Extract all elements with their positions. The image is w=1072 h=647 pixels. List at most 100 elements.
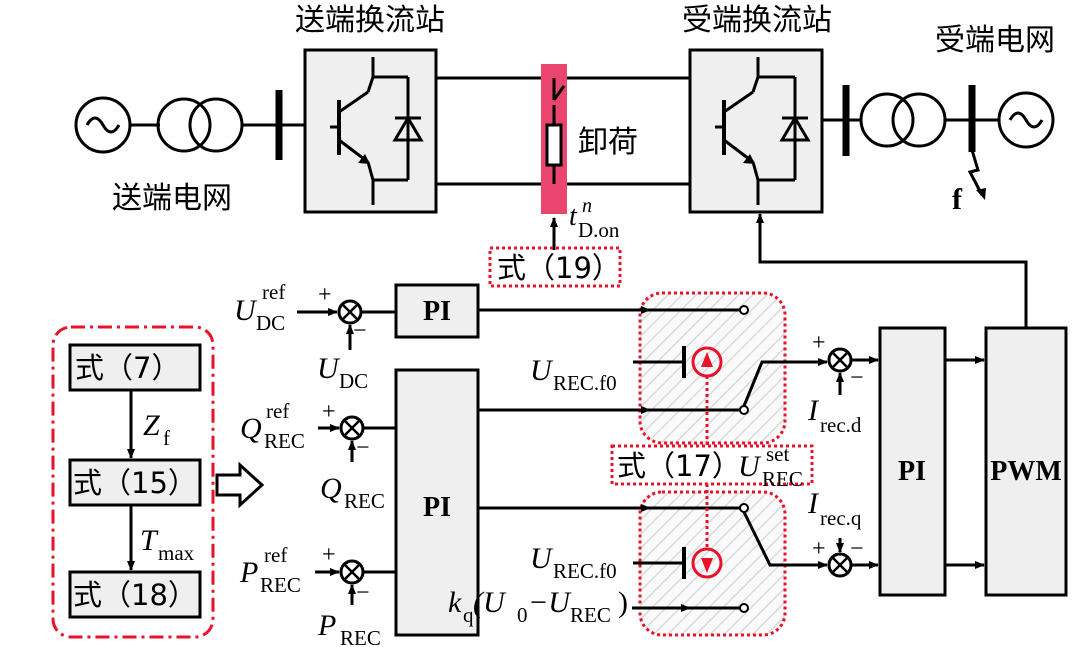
sum-junction-irecd	[827, 347, 853, 373]
svg-text:rec.q: rec.q	[820, 506, 862, 530]
svg-text:t: t	[569, 201, 578, 232]
svg-text:REC: REC	[570, 603, 611, 627]
sum-junction-irecq	[827, 552, 853, 578]
svg-text:Q: Q	[320, 472, 342, 505]
svg-text:q: q	[463, 603, 474, 627]
send-grid-label: 送端电网	[112, 181, 232, 216]
svg-text:REC.f0: REC.f0	[553, 371, 617, 395]
recv-grid-source-icon	[997, 91, 1055, 149]
udc-label: U DC	[317, 352, 368, 393]
tmax-label: T max	[140, 524, 195, 565]
svg-text:DC: DC	[256, 311, 285, 335]
send-station-label: 送端换流站	[295, 3, 445, 38]
svg-text:f: f	[163, 426, 170, 450]
send-converter-station	[303, 48, 438, 214]
svg-text:U: U	[530, 354, 554, 387]
svg-text:REC: REC	[340, 626, 381, 647]
send-grid-source-icon	[74, 96, 132, 154]
svg-text:(U: (U	[473, 586, 507, 619]
eq18-label: 式（18）	[73, 578, 197, 612]
svg-text:DC: DC	[339, 369, 368, 393]
p-ref-label: P ref REC	[239, 543, 301, 597]
eq18-box	[68, 570, 202, 619]
minus-irecq: −	[850, 536, 864, 562]
t-don-label: t n D.on	[569, 195, 620, 242]
svg-text:U: U	[530, 542, 554, 575]
svg-text:U: U	[738, 450, 762, 483]
fault-lightning-icon	[967, 149, 986, 200]
svg-text:ref: ref	[262, 280, 285, 304]
plus-irecq: +	[812, 536, 826, 562]
svg-text:REC: REC	[264, 429, 305, 453]
minus-p: −	[356, 580, 370, 606]
svg-text:): )	[618, 586, 628, 619]
pi-block-pq	[394, 368, 480, 637]
svg-text:U: U	[234, 294, 258, 327]
send-transformer-icon	[156, 97, 244, 153]
pi-label-3: PI	[898, 456, 926, 487]
udc-ref-label: U ref DC	[234, 280, 285, 335]
urec-f0-lower-label: U REC.f0	[530, 542, 617, 583]
recv-grid-label: 受端电网	[935, 23, 1055, 58]
minus-udc: −	[353, 318, 367, 344]
pwm-block	[984, 326, 1068, 597]
sum-junction-udc	[337, 299, 363, 325]
recv-transformer-icon	[859, 92, 947, 148]
fault-label: f	[952, 183, 963, 216]
plus-irecd: +	[812, 330, 826, 356]
svg-text:0: 0	[517, 603, 528, 627]
pi-block-udc	[394, 283, 480, 339]
urec-f0-upper-label: U REC.f0	[530, 354, 617, 395]
lower-switch-area	[638, 490, 787, 637]
svg-text:Z: Z	[143, 409, 160, 442]
svg-text:P: P	[317, 609, 336, 642]
upper-switch-area	[638, 291, 787, 445]
svg-text:set: set	[766, 442, 789, 466]
irecq-label: I rec.q	[807, 487, 862, 530]
eq17-label: 式（17） U set REC	[617, 442, 803, 491]
eq7-box	[68, 343, 202, 392]
minus-irecd: −	[850, 365, 864, 391]
svg-text:T: T	[140, 524, 159, 557]
eq15-label: 式（15）	[73, 466, 197, 500]
svg-text:式（17）: 式（17）	[617, 449, 741, 483]
pi-block-current	[878, 326, 947, 597]
plus-p: +	[322, 542, 336, 568]
eq19-label: 式（19）	[497, 251, 621, 285]
lower-source-icon	[691, 547, 723, 579]
svg-text:I: I	[807, 487, 820, 520]
svg-text:I: I	[807, 394, 820, 427]
svg-text:D.on: D.on	[578, 218, 620, 242]
pwm-label: PWM	[990, 456, 1062, 487]
svg-text:max: max	[158, 541, 195, 565]
pi-label-2: PI	[423, 492, 451, 523]
svg-text:k: k	[448, 586, 462, 619]
zf-label: Z f	[143, 409, 170, 450]
q-ref-label: Q ref REC	[240, 399, 305, 453]
q-label: Q REC	[320, 472, 385, 513]
p-label: P REC	[317, 609, 381, 647]
plus-udc: +	[318, 282, 332, 308]
svg-text:ref: ref	[266, 399, 289, 423]
minus-q: −	[356, 435, 370, 461]
svg-text:U: U	[317, 352, 341, 385]
svg-text:n: n	[582, 195, 592, 217]
svg-text:P: P	[239, 556, 258, 589]
kq-label: k q (U 0 −U REC )	[448, 586, 628, 627]
unload-resistor-switch	[545, 78, 566, 184]
recv-station-label: 受端换流站	[682, 3, 832, 38]
eq17-box	[610, 444, 814, 486]
svg-text:−U: −U	[528, 586, 572, 619]
svg-text:Q: Q	[240, 412, 262, 445]
recv-converter-station	[688, 48, 824, 214]
svg-text:REC.f0: REC.f0	[553, 559, 617, 583]
pi-label-1: PI	[423, 296, 451, 327]
svg-text:REC: REC	[762, 467, 803, 491]
irecd-label: I rec.d	[807, 394, 862, 437]
eq15-box	[68, 458, 202, 507]
plus-q: +	[322, 399, 336, 425]
unload-label: 卸荷	[578, 125, 638, 160]
eq7-label: 式（7）	[75, 351, 180, 385]
